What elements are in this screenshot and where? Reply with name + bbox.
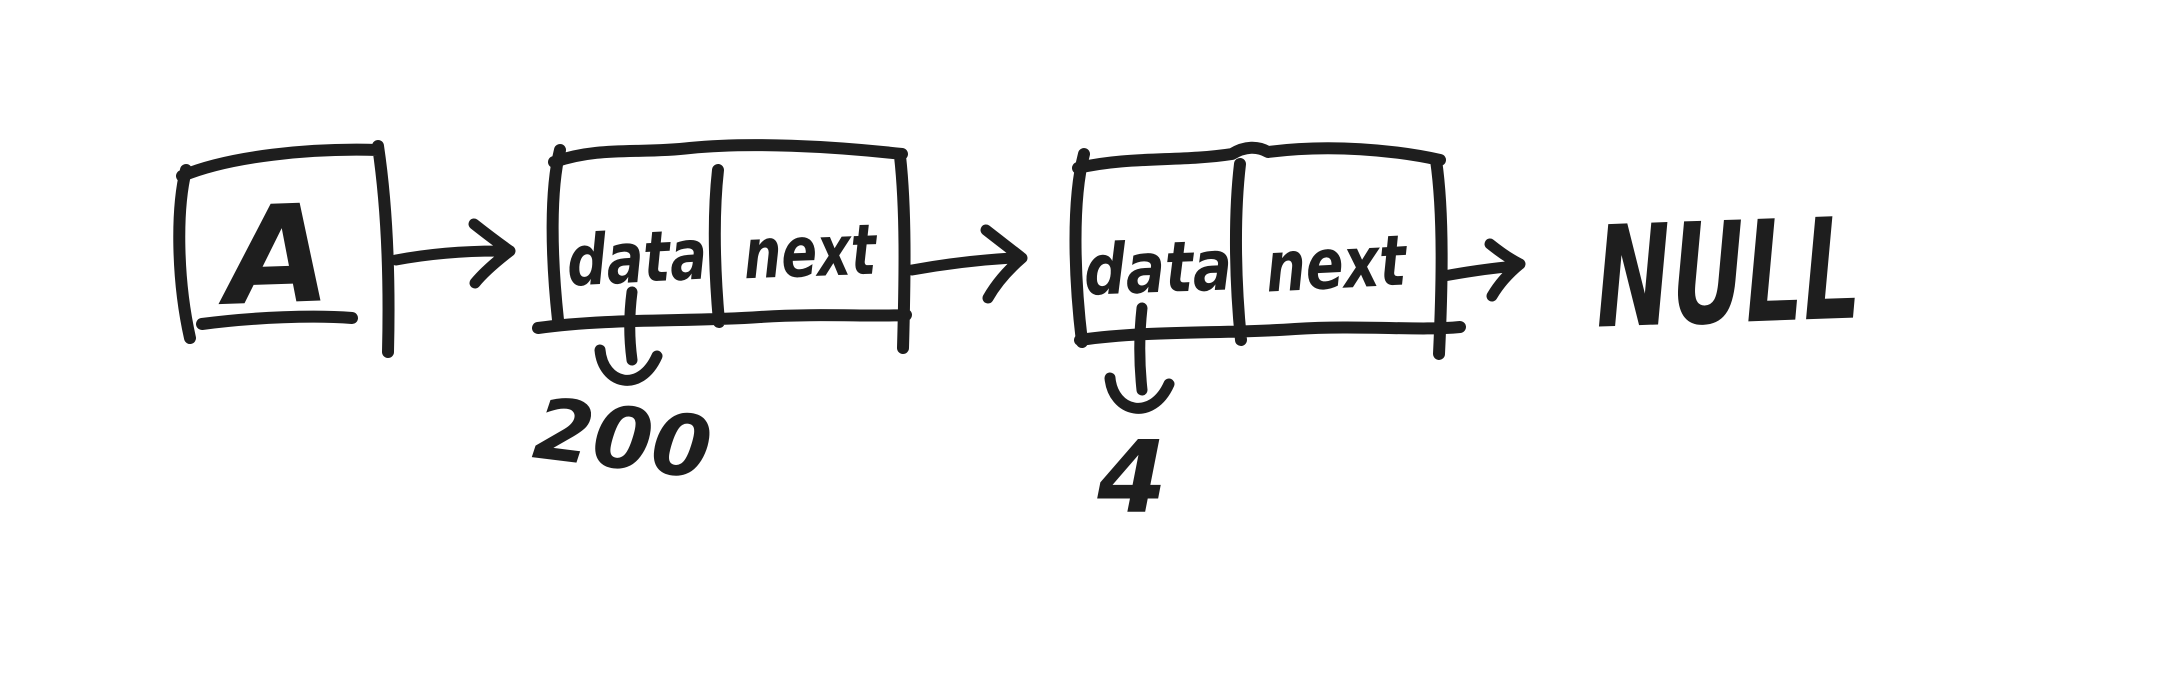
head-pointer-box: A — [173, 140, 395, 358]
node-1-value-arrow — [594, 286, 663, 386]
node-2: data next 4 — [1069, 141, 1466, 536]
node-1-next-label: next — [743, 209, 880, 296]
node-2-next-label: next — [1264, 219, 1410, 308]
null-terminator-label: NULL — [1593, 188, 1864, 360]
node-2-data-label: data — [1083, 224, 1234, 311]
node-2-value: 4 — [1096, 419, 1167, 536]
head-box-outline — [173, 140, 395, 358]
node-1-value: 200 — [529, 380, 717, 500]
pointer-arrow-head-to-node1 — [390, 218, 516, 289]
node-2-value-arrow — [1104, 302, 1175, 414]
node-1: data next 200 — [529, 139, 912, 500]
head-label: A — [214, 175, 333, 336]
pointer-arrow-node2-to-null — [1438, 238, 1526, 302]
node-1-data-label: data — [565, 213, 709, 302]
node-1-outline — [532, 139, 912, 354]
node-2-outline — [1069, 141, 1466, 360]
pointer-arrow-node1-to-node2 — [906, 224, 1028, 304]
